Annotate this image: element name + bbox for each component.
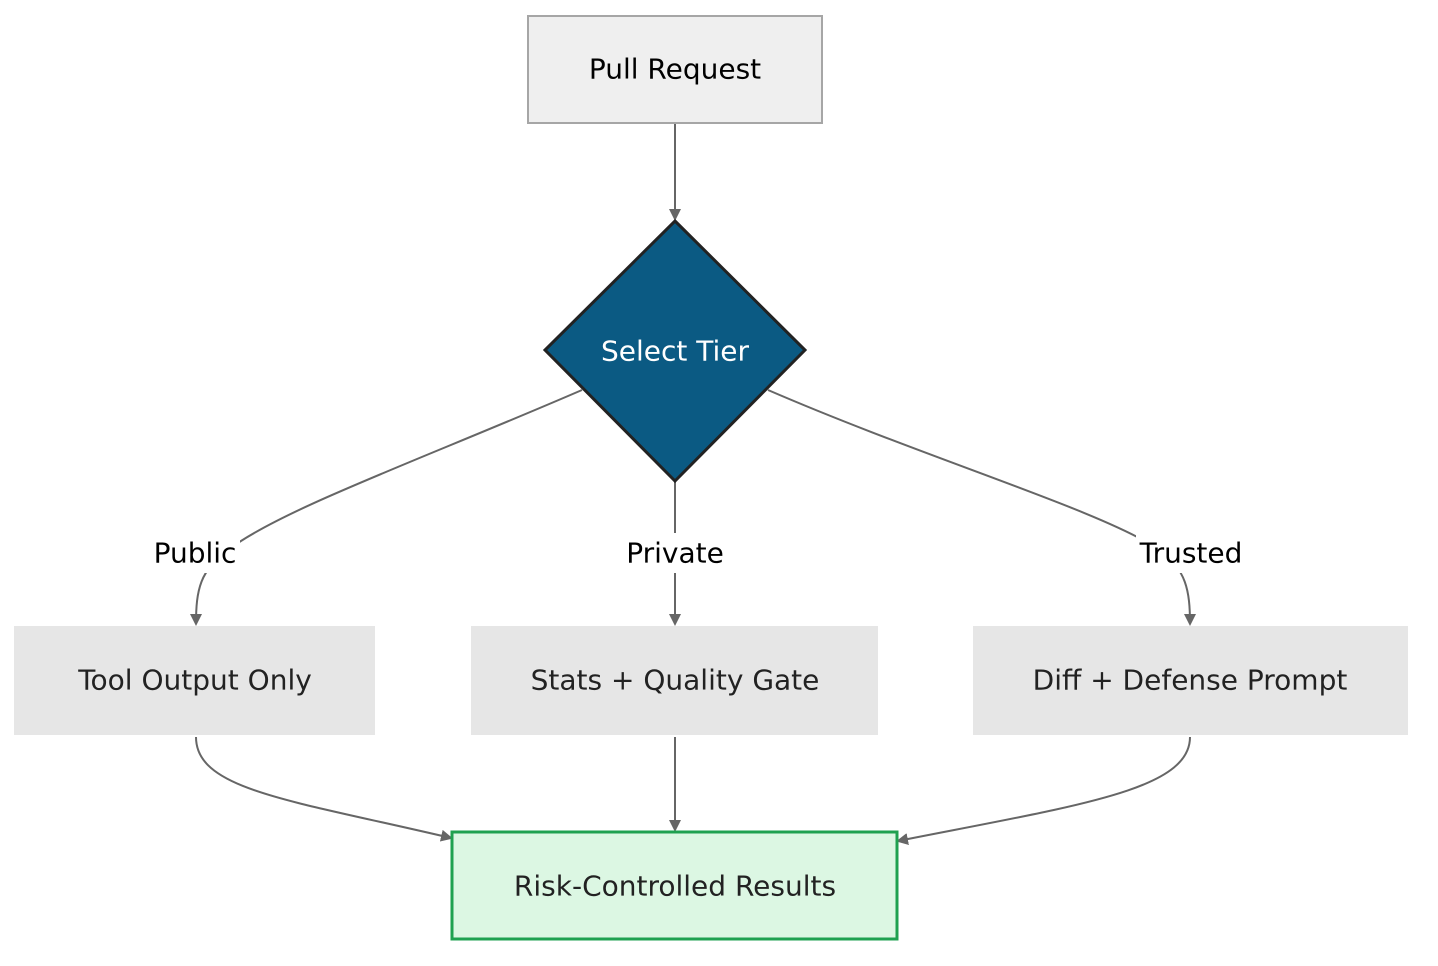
edge-select-tier-to-diff-prompt xyxy=(767,389,1196,626)
node-select-tier-label: Select Tier xyxy=(601,335,750,368)
node-tool-output-label: Tool Output Only xyxy=(77,664,312,697)
node-stats-gate-label: Stats + Quality Gate xyxy=(531,664,820,697)
node-results-box xyxy=(450,830,899,941)
node-stats-gate-box xyxy=(471,626,878,735)
decision-diamond xyxy=(542,218,808,484)
node-pull-request-box xyxy=(527,15,823,124)
node-pull-request-label: Pull Request xyxy=(589,53,761,86)
edge-label-public-bg xyxy=(150,533,240,573)
edge-diff-prompt-to-results xyxy=(896,736,1191,845)
node-tool-output: Tool Output Only xyxy=(14,626,375,735)
edge-label-public: Public xyxy=(154,537,237,570)
edge-tool-output-to-results xyxy=(195,736,453,842)
edge-label-private-bg xyxy=(622,533,728,573)
node-diff-prompt-box xyxy=(973,626,1408,735)
edge-label-trusted: Trusted xyxy=(1139,537,1243,570)
edges xyxy=(190,123,1196,845)
node-results-label: Risk-Controlled Results xyxy=(514,870,836,903)
node-stats-gate: Stats + Quality Gate xyxy=(471,626,878,735)
edge-labels: Public Private Trusted xyxy=(150,533,1246,573)
node-diff-prompt: Diff + Defense Prompt xyxy=(973,626,1408,735)
node-pull-request: Pull Request xyxy=(527,15,823,124)
edge-label-trusted-bg xyxy=(1136,533,1246,573)
edge-select-tier-to-tool-output xyxy=(190,389,583,626)
node-diff-prompt-label: Diff + Defense Prompt xyxy=(1033,664,1348,697)
node-results: Risk-Controlled Results xyxy=(450,830,899,941)
node-select-tier: Select Tier xyxy=(542,218,808,484)
edge-label-private: Private xyxy=(626,537,724,570)
node-tool-output-box xyxy=(14,626,375,735)
